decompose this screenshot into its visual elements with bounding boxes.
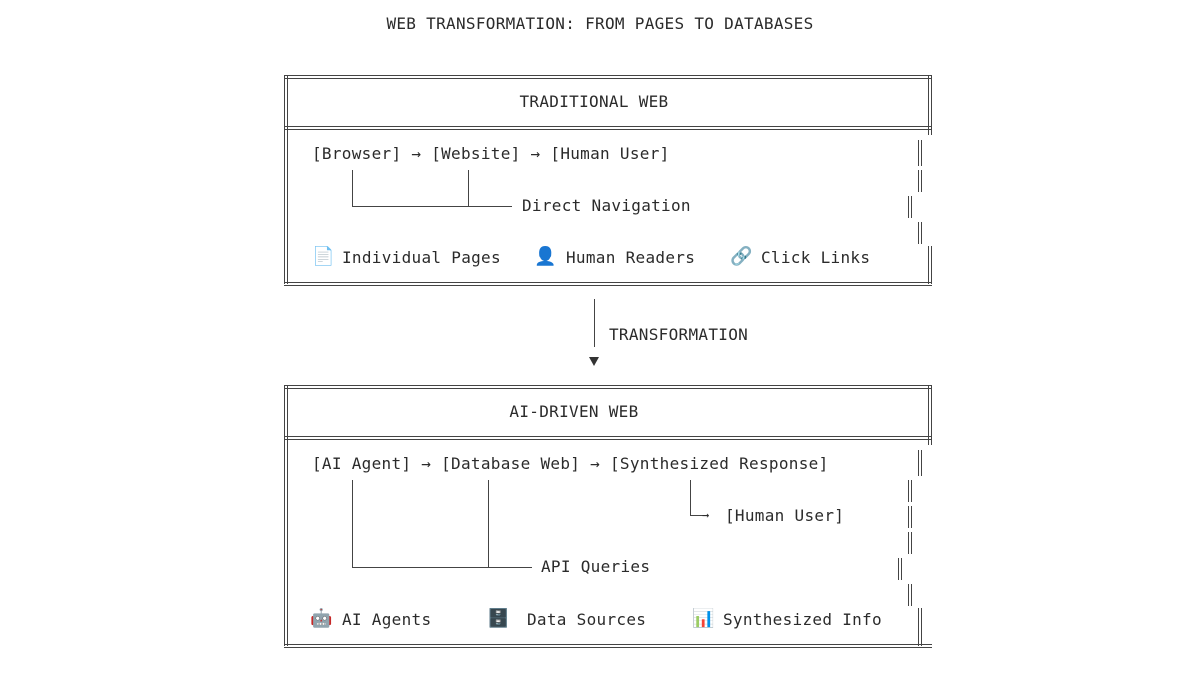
connector-line [690, 515, 708, 516]
box-top-border [284, 75, 932, 79]
feature-human-readers: Human Readers [566, 248, 696, 267]
bar-chart-icon: 📊 [692, 608, 715, 629]
direct-navigation-label: Direct Navigation [522, 196, 691, 215]
box-bottom-border [284, 644, 932, 648]
connector-line [690, 480, 691, 516]
ai-flow: [AI Agent] → [Database Web] → [Synthesiz… [312, 454, 829, 473]
user-icon: 👤 [534, 246, 557, 267]
connector-line [488, 480, 489, 568]
box-left-border [284, 75, 288, 284]
box-top-border [284, 385, 932, 389]
robot-icon: 🤖 [310, 608, 333, 629]
arrow-right-icon: → [702, 508, 710, 522]
box-right-border-top [928, 75, 932, 135]
transformation-label: TRANSFORMATION [609, 325, 749, 344]
connector-line [468, 170, 469, 207]
connector-line [352, 206, 512, 207]
link-icon: 🔗 [730, 246, 753, 267]
arrow-head-icon [589, 357, 599, 366]
page-icon: 📄 [312, 246, 335, 267]
feature-synthesized-info: Synthesized Info [723, 610, 882, 629]
box-bottom-border [284, 282, 932, 286]
feature-click-links: Click Links [761, 248, 871, 267]
header-divider [284, 436, 932, 440]
traditional-flow: [Browser] → [Website] → [Human User] [312, 144, 670, 163]
header-divider [284, 126, 932, 130]
box-right-border-top [928, 385, 932, 445]
connector-line [352, 170, 353, 207]
connector-line [352, 480, 353, 568]
human-user-target: [Human User] [725, 506, 845, 525]
arrow-shaft [594, 299, 595, 347]
box-right-border-seg [898, 558, 902, 580]
box-right-border-seg [918, 450, 922, 476]
feature-individual-pages: Individual Pages [342, 248, 501, 267]
feature-ai-agents: AI Agents [342, 610, 432, 629]
box-right-border-seg [908, 196, 912, 218]
box-right-border-bottom [918, 608, 922, 646]
ai-driven-web-heading: AI-DRIVEN WEB [509, 402, 639, 421]
box-right-border-seg [908, 506, 912, 528]
box-right-border-seg [908, 480, 912, 502]
traditional-web-heading: TRADITIONAL WEB [519, 92, 669, 111]
api-queries-label: API Queries [541, 557, 651, 576]
box-right-border-bottom [928, 246, 932, 284]
box-right-border-seg [908, 584, 912, 606]
box-right-border-seg [918, 140, 922, 166]
box-left-border [284, 385, 288, 646]
connector-line [352, 567, 532, 568]
box-right-border-seg [908, 532, 912, 554]
box-right-border-seg [918, 222, 922, 244]
diagram-title: WEB TRANSFORMATION: FROM PAGES TO DATABA… [386, 14, 814, 33]
file-cabinet-icon: 🗄️ [487, 608, 510, 629]
box-right-border-seg [918, 170, 922, 192]
feature-data-sources: Data Sources [527, 610, 647, 629]
